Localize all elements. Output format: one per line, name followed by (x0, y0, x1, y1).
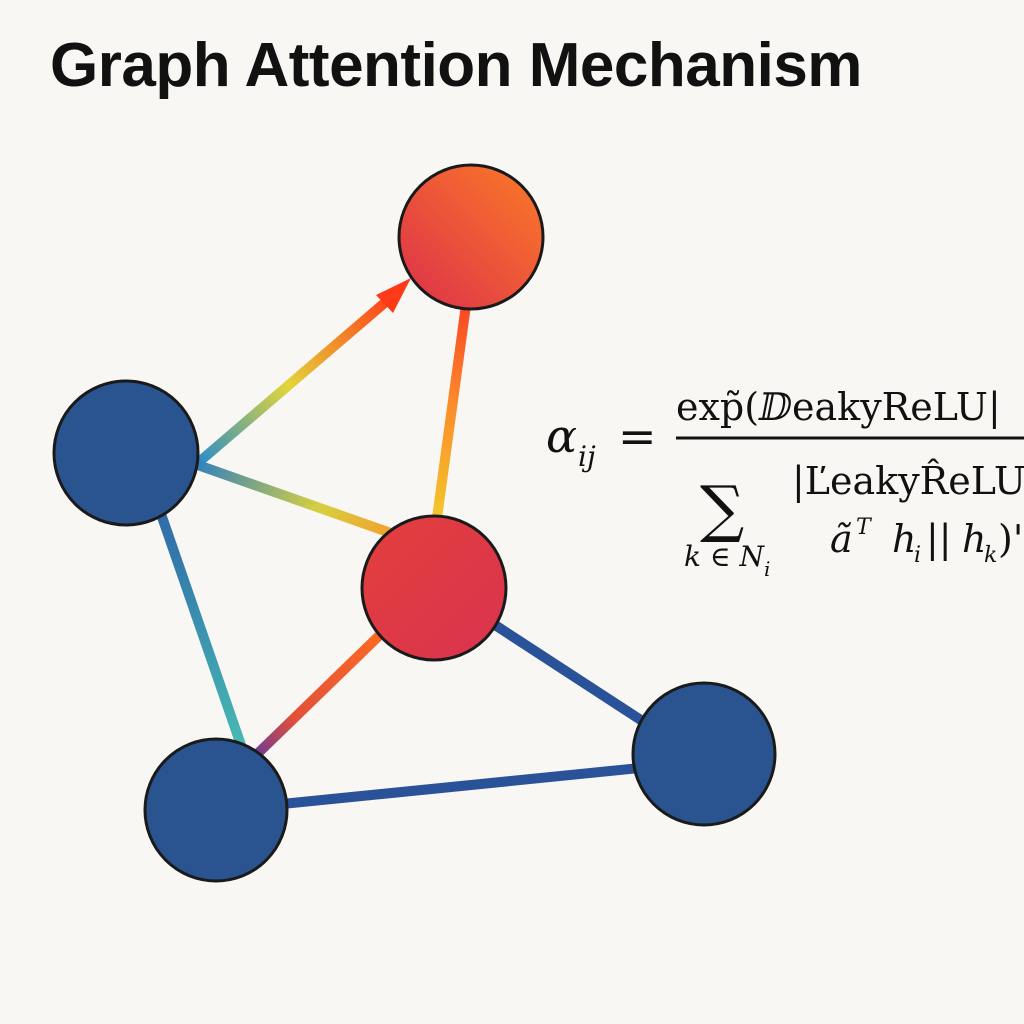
formula-denominator-h2-sub: k (984, 543, 997, 568)
arrowhead-icon (376, 278, 411, 313)
edge-bottom-left-to-right (281, 763, 641, 809)
edge-center-to-bottom-left (249, 626, 389, 762)
formula-denominator-h-sub: i (914, 543, 921, 568)
attention-formula: α ij = exp̃(ⅅeakyReLU| ∑ k ∈ N i |ĽeakyR… (546, 385, 1024, 581)
formula-denominator-concat: || (926, 517, 952, 561)
edge-center-to-top (432, 304, 471, 519)
formula-lhs-alpha: α (546, 409, 577, 463)
node-top (397, 163, 545, 311)
formula-sum-symbol: ∑ (700, 472, 744, 545)
formula-denominator-h2: h (962, 517, 986, 561)
formula-denominator-h: h (892, 517, 916, 561)
formula-denominator-end: )' (998, 517, 1023, 561)
node-bottom-left (143, 737, 289, 883)
formula-sum-index-subscript: i (764, 557, 770, 581)
formula-denominator-a: ã (830, 517, 853, 561)
page-title: Graph Attention Mechanism (50, 31, 862, 100)
edge-left-to-center (193, 459, 407, 543)
formula-lhs-subscript: ij (578, 440, 596, 473)
formula-equals: = (618, 409, 657, 463)
node-center (360, 514, 508, 662)
formula-denominator-line1: |ĽeakyR̂eLU (792, 459, 1024, 503)
formula-sum-index: k ∈ N (684, 540, 765, 573)
node-left (52, 379, 200, 527)
edge-left-to-bottom-left (147, 486, 247, 750)
formula-denominator-sup: T (856, 515, 873, 540)
formula-numerator: exp̃(ⅅeakyReLU| (676, 385, 1001, 429)
edge-left-to-top (195, 296, 392, 466)
node-right (631, 681, 777, 827)
edge-center-to-right (492, 620, 653, 731)
